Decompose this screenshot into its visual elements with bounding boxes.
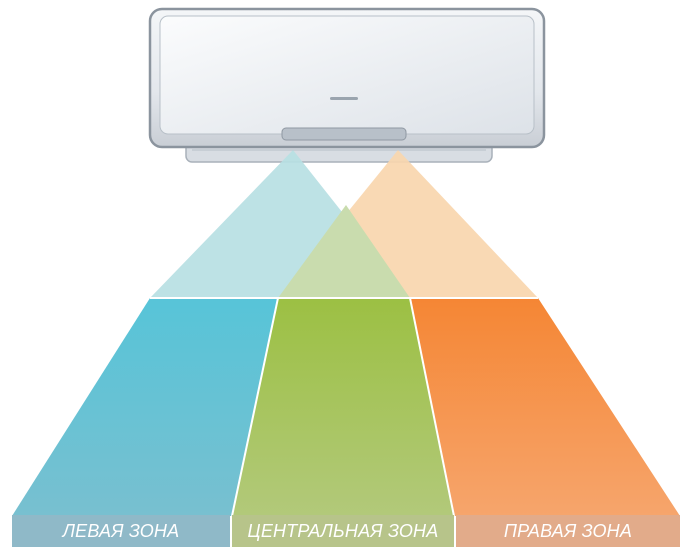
left-zone-label: ЛЕВАЯ ЗОНА	[12, 515, 230, 547]
right-zone-label: ПРАВАЯ ЗОНА	[456, 515, 680, 547]
right-zone-area	[410, 298, 680, 516]
center-zone-label: ЦЕНТРАЛЬНАЯ ЗОНА	[232, 515, 454, 547]
air-conditioner-icon	[150, 9, 544, 162]
